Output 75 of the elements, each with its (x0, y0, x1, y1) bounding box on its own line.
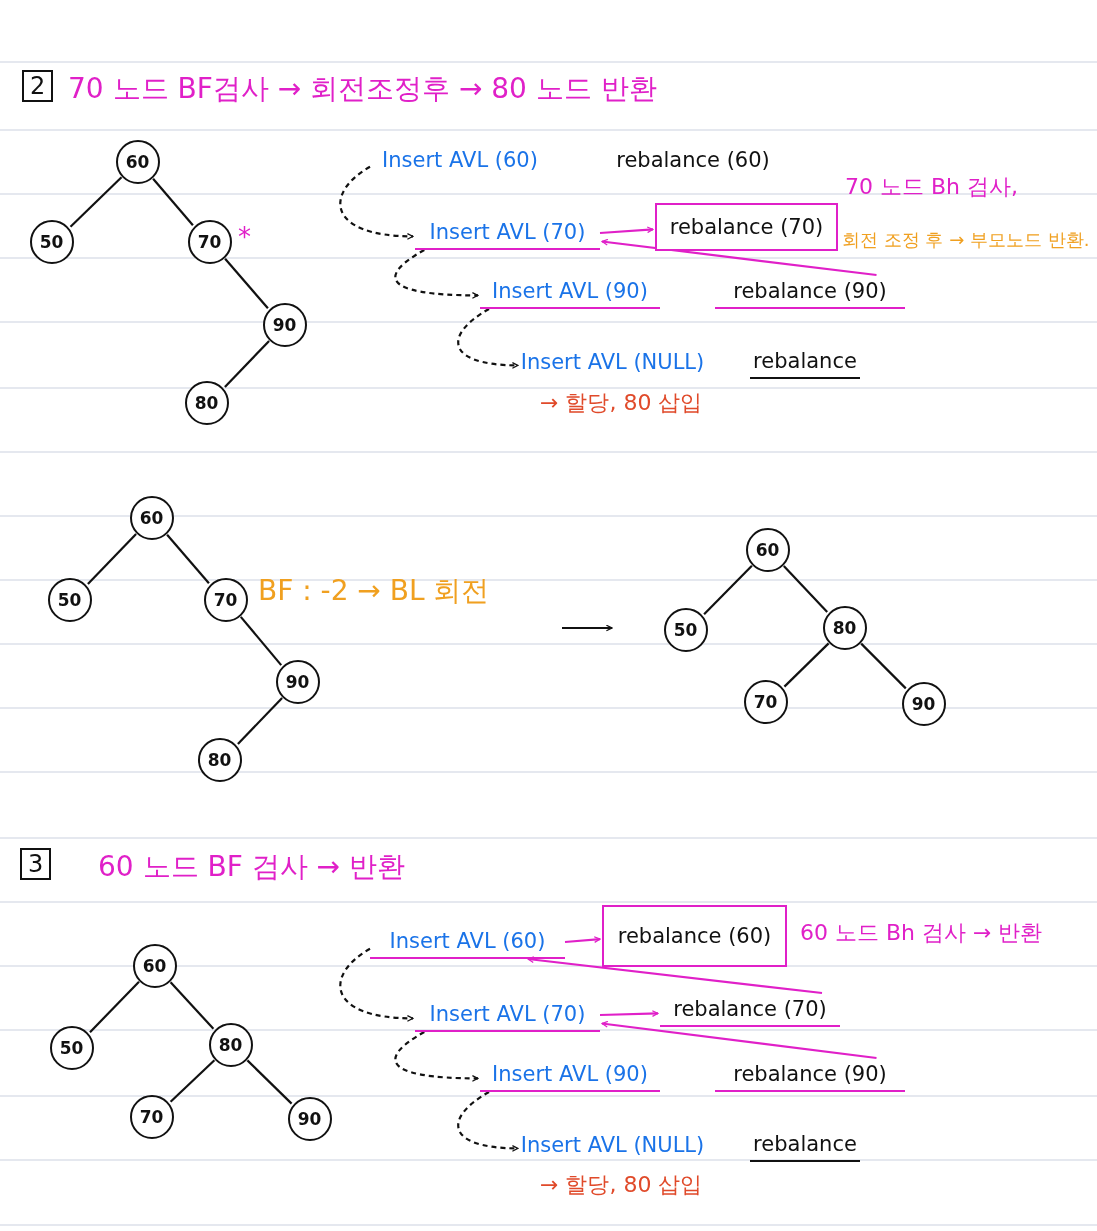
note: 70 노드 Bh 검사, (845, 173, 1018, 201)
tree-node: 60 (115, 139, 160, 184)
crossed-out-call: rebalance (750, 1128, 860, 1162)
tree-node: 90 (262, 302, 307, 347)
tree-edge (783, 642, 830, 688)
function-call: rebalance (60) (608, 143, 778, 177)
tree-node: 50 (47, 577, 92, 622)
return-arrow (527, 956, 823, 995)
return-arrow (601, 238, 877, 277)
note: 회전 조정 후 → 부모노드 반환. (842, 228, 1090, 252)
tree-edge (89, 981, 140, 1033)
tree-node: 60 (129, 495, 174, 540)
tree-edge (246, 1059, 293, 1105)
tree-node: 50 (663, 607, 708, 652)
node-note: → 할당, 80 삽입 (540, 389, 703, 417)
tree-node: 60 (745, 527, 790, 572)
note: 70 노드 BF검사 → 회전조정후 → 80 노드 반환 (68, 71, 657, 107)
tree-node: 50 (49, 1025, 94, 1070)
tree-edge (69, 176, 123, 228)
tree-node: 60 (132, 943, 177, 988)
function-call: Insert AVL (NULL) (520, 1128, 705, 1162)
tree-node: 80 (208, 1022, 253, 1067)
tree-node: 50 (29, 219, 74, 264)
return-arrow (599, 1010, 659, 1017)
tree-edge (152, 178, 194, 226)
function-call: Insert AVL (NULL) (520, 345, 705, 379)
tree-edge (166, 534, 210, 584)
crossed-out-call: rebalance (750, 345, 860, 379)
tree-node: 90 (287, 1096, 332, 1141)
crossed-out-call: Insert AVL (70) (415, 998, 600, 1032)
crossed-out-call: rebalance (70) (660, 993, 840, 1027)
node-note: * (238, 222, 251, 252)
tree-node: 80 (822, 605, 867, 650)
highlighted-call: rebalance (60) (602, 905, 787, 967)
call-arrow (394, 249, 479, 299)
tree-node: 70 (187, 219, 232, 264)
tree-node: 90 (275, 659, 320, 704)
tree-node: 80 (197, 737, 242, 782)
return-arrow (599, 226, 654, 235)
tree-node: 80 (184, 380, 229, 425)
tree-edge (860, 642, 907, 690)
function-call: Insert AVL (60) (370, 143, 550, 177)
node-note: → 할당, 80 삽입 (540, 1171, 703, 1199)
tree-edge (239, 616, 283, 666)
node-note: BF : -2 → BL 회전 (258, 573, 490, 609)
note: 60 노드 Bh 검사 → 반환 (800, 919, 1043, 947)
tree-node: 70 (743, 679, 788, 724)
crossed-out-call: Insert AVL (70) (415, 216, 600, 250)
tree-edge (703, 564, 753, 616)
crossed-out-call: rebalance (90) (715, 1058, 905, 1092)
call-arrow (457, 308, 519, 369)
tree-edge (87, 533, 137, 585)
tree-node: 90 (901, 681, 946, 726)
crossed-out-call: Insert AVL (90) (480, 275, 660, 309)
call-arrow (339, 947, 414, 1022)
section-number: 3 (20, 848, 52, 880)
tree-edge (237, 697, 283, 745)
crossed-out-call: Insert AVL (90) (480, 1058, 660, 1092)
tree-edge (169, 1059, 216, 1103)
tree-node: 70 (129, 1094, 174, 1139)
tree-edge (224, 340, 270, 388)
crossed-out-call: Insert AVL (60) (370, 925, 565, 959)
return-arrow (564, 936, 601, 944)
note: 60 노드 BF 검사 → 반환 (98, 849, 405, 885)
call-arrow (457, 1091, 519, 1152)
section-number: 2 (22, 70, 54, 102)
call-arrow (339, 165, 414, 240)
call-arrow (394, 1031, 479, 1082)
tree-edge (783, 565, 828, 613)
crossed-out-call: rebalance (90) (715, 275, 905, 309)
tree-edge (169, 981, 215, 1030)
return-arrow (601, 1020, 877, 1060)
highlighted-call: rebalance (70) (655, 203, 838, 251)
tree-edge (224, 257, 269, 310)
tree-node: 70 (203, 577, 248, 622)
